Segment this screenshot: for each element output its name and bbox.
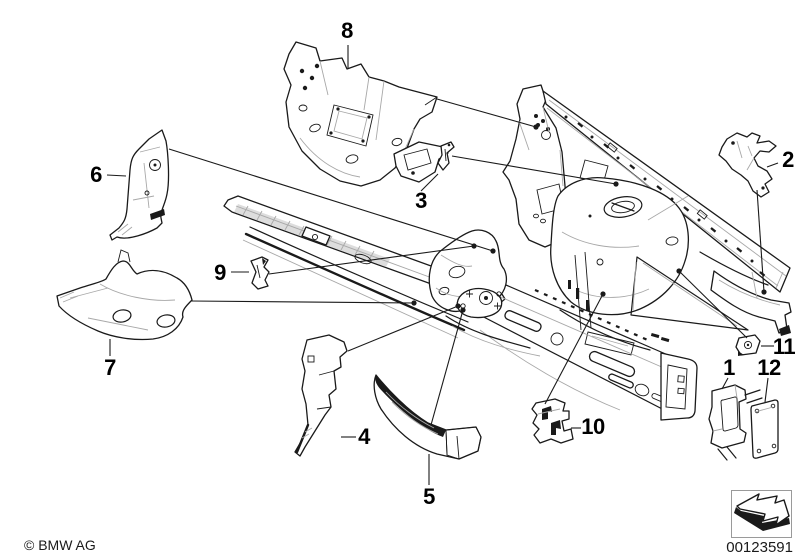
callout-5[interactable]: 5 bbox=[423, 484, 435, 509]
callout-9[interactable]: 9 bbox=[214, 260, 226, 285]
next-diagram-button[interactable] bbox=[731, 490, 792, 538]
callout-12[interactable]: 12 bbox=[757, 355, 781, 380]
callout-3[interactable]: 3 bbox=[415, 188, 427, 213]
part-12-drawing bbox=[750, 399, 779, 459]
part-11-drawing bbox=[735, 334, 761, 356]
callout-6[interactable]: 6 bbox=[90, 162, 102, 187]
callout-11[interactable]: 11 bbox=[772, 334, 796, 359]
callout-10[interactable]: 10 bbox=[581, 414, 605, 439]
leader-lines bbox=[106, 45, 779, 485]
callout-2[interactable]: 2 bbox=[782, 147, 794, 172]
part-2-drawing bbox=[718, 132, 777, 198]
callout-1[interactable]: 1 bbox=[723, 355, 735, 380]
part-4-drawing bbox=[294, 334, 348, 457]
part-7-drawing bbox=[56, 249, 193, 341]
copyright-label: © BMW AG bbox=[24, 537, 96, 553]
callout-8[interactable]: 8 bbox=[341, 18, 353, 43]
part-10-drawing bbox=[531, 398, 574, 444]
part-3-drawing bbox=[393, 141, 455, 183]
part-1-drawing bbox=[708, 384, 763, 461]
part-9-drawing bbox=[250, 256, 270, 290]
callout-7[interactable]: 7 bbox=[104, 355, 116, 380]
part-8-drawing bbox=[283, 41, 438, 187]
part-6-drawing bbox=[109, 129, 170, 241]
callout-4[interactable]: 4 bbox=[358, 424, 370, 449]
document-number: 00123591 bbox=[726, 539, 793, 556]
part-5-drawing bbox=[373, 374, 482, 460]
main-assembly-drawing bbox=[223, 84, 792, 421]
forward-down-arrow-icon bbox=[734, 493, 790, 531]
